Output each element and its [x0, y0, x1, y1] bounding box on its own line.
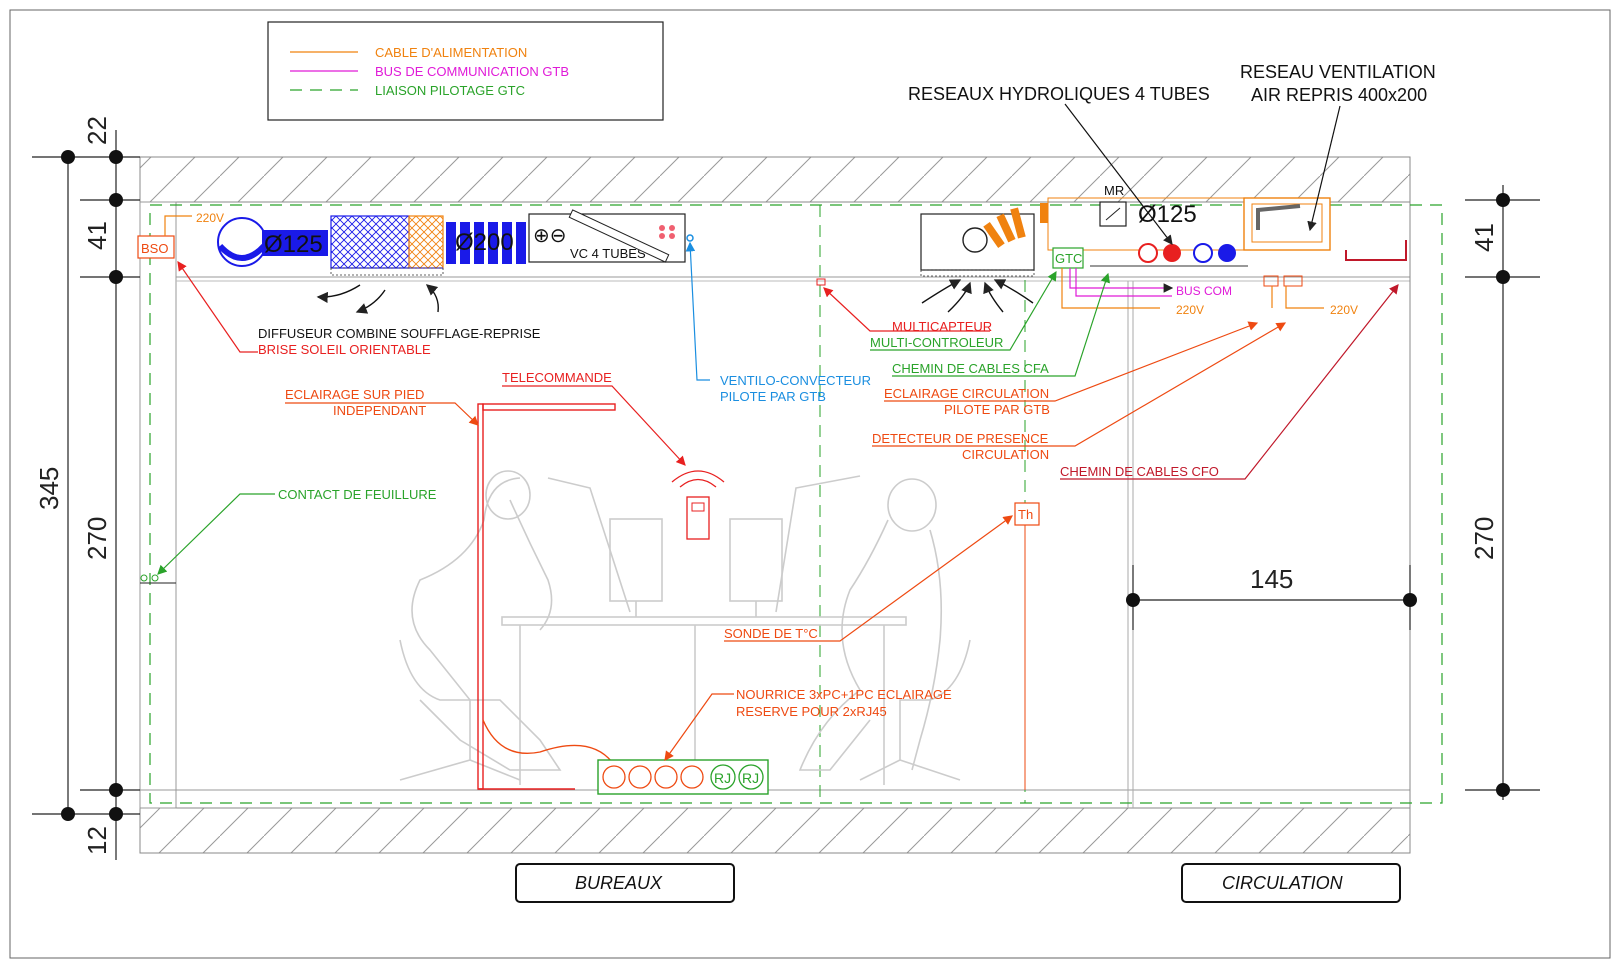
- label-nourrice-2: RESERVE POUR 2xRJ45: [736, 704, 887, 719]
- fan-125-left: Ø125: [217, 217, 328, 267]
- dim-270-right: 270: [1469, 517, 1499, 560]
- vc-box: ⊕⊖ VC 4 TUBES: [528, 209, 686, 263]
- vc-plus-minus: ⊕⊖: [533, 225, 567, 247]
- d125-left-label: Ø125: [264, 231, 323, 258]
- label-ventilo-1: VENTILO-CONVECTEUR: [720, 373, 871, 388]
- label-eclairage-pied-2: INDEPENDANT: [333, 403, 426, 418]
- rj-label-2: RJ: [742, 770, 759, 786]
- v220-mid: 220V: [1176, 303, 1204, 317]
- gtc-box: [1052, 247, 1084, 269]
- floor-lamp: [477, 403, 616, 790]
- label-chemin-cfo: CHEMIN DE CABLES CFO: [1060, 464, 1219, 479]
- room-label-bureaux: BUREAUX: [515, 863, 735, 903]
- v220-left: 220V: [196, 211, 224, 225]
- rj-label-1: RJ: [714, 770, 731, 786]
- bus-lines: [1061, 268, 1174, 309]
- bso-box: BSO 220V: [137, 211, 224, 259]
- dim-345: 345: [34, 467, 64, 510]
- label-detecteur-2: CIRCULATION: [962, 447, 1049, 462]
- label-detecteur-1: DETECTEUR DE PRESENCE: [872, 431, 1049, 446]
- room-label-circulation: CIRCULATION: [1181, 863, 1401, 903]
- dim-145: 145: [1250, 564, 1293, 594]
- label-contact: CONTACT DE FEUILLURE: [278, 487, 437, 502]
- building-section: [139, 156, 1443, 854]
- dim-22: 22: [82, 116, 112, 145]
- floor-box: RJ RJ: [597, 759, 769, 795]
- label-hydro: RESEAUX HYDROLIQUES 4 TUBES: [908, 84, 1210, 104]
- bus-com-label: BUS COM: [1176, 284, 1232, 298]
- legend: CABLE D'ALIMENTATION BUS DE COMMUNICATIO…: [267, 21, 664, 121]
- ventilo-leader: [685, 241, 710, 381]
- airflow-arrows-left: [316, 284, 439, 314]
- label-brise: BRISE SOLEIL ORIENTABLE: [258, 342, 431, 357]
- th-label: Th: [1018, 507, 1033, 522]
- label-diffuseur: DIFFUSEUR COMBINE SOUFFLAGE-REPRISE: [258, 326, 541, 341]
- office-scene: [399, 470, 971, 785]
- cfo-tray: [1345, 240, 1407, 261]
- label-ventil-2: AIR REPRIS 400x200: [1251, 85, 1427, 105]
- label-ventil-1: RESEAU VENTILATION: [1240, 62, 1436, 82]
- label-chemin-cfa: CHEMIN DE CABLES CFA: [892, 361, 1049, 376]
- telecommande-leader: [502, 385, 686, 466]
- orange-duct: [983, 203, 1048, 248]
- label-ventilo-2: PILOTE PAR GTB: [720, 389, 826, 404]
- label-nourrice-1: NOURRICE 3xPC+1PC ECLAIRAGE: [736, 687, 952, 702]
- label-sonde: SONDE DE T°C: [724, 626, 818, 641]
- diffuser-orange: [408, 215, 444, 269]
- label-multicapteur: MULTICAPTEUR: [892, 319, 992, 334]
- legend-item-gtc-link: LIAISON PILOTAGE GTC: [375, 83, 525, 98]
- bso-label: BSO: [141, 241, 168, 256]
- legend-item-power-cable: CABLE D'ALIMENTATION: [375, 45, 527, 60]
- brise-leader: [177, 261, 258, 353]
- hydraulic-tubes: [1090, 243, 1248, 267]
- d125-right-label: Ø125: [1138, 201, 1197, 228]
- sheet-border: [9, 9, 1611, 959]
- gtc-label: GTC: [1055, 251, 1082, 266]
- label-multicontroleur: MULTI-CONTROLEUR: [870, 335, 1003, 350]
- airflow-arrows-right: [921, 279, 1034, 313]
- svg-text:CIRCULATION: CIRCULATION: [1222, 873, 1344, 893]
- label-eclairage-circ-2: PILOTE PAR GTB: [944, 402, 1050, 417]
- thermostat-box: [1014, 502, 1040, 526]
- mr-label: MR: [1104, 183, 1124, 198]
- duct-200: Ø200: [446, 222, 526, 264]
- label-telecommande: TELECOMMANDE: [502, 370, 612, 385]
- dimension-left-dots: [61, 150, 123, 821]
- svg-text:BUREAUX: BUREAUX: [575, 873, 663, 893]
- d200-label: Ø200: [455, 229, 514, 256]
- contact-feuillure: [140, 574, 176, 584]
- dim-41-left: 41: [82, 221, 112, 250]
- label-eclairage-circ-1: ECLAIRAGE CIRCULATION: [884, 386, 1049, 401]
- remote-control: [671, 470, 725, 540]
- diffuser-blue: [330, 215, 410, 269]
- circulation-light: [1263, 275, 1324, 309]
- dim-12: 12: [82, 826, 112, 855]
- dimension-right-dots: [1496, 193, 1510, 797]
- label-eclairage-pied-1: ECLAIRAGE SUR PIED: [285, 387, 424, 402]
- dim-270-left: 270: [82, 517, 112, 560]
- dim-41-right: 41: [1469, 223, 1499, 252]
- legend-item-gtb-bus: BUS DE COMMUNICATION GTB: [375, 64, 569, 79]
- vc-label: VC 4 TUBES: [570, 246, 646, 261]
- v220-right: 220V: [1330, 303, 1358, 317]
